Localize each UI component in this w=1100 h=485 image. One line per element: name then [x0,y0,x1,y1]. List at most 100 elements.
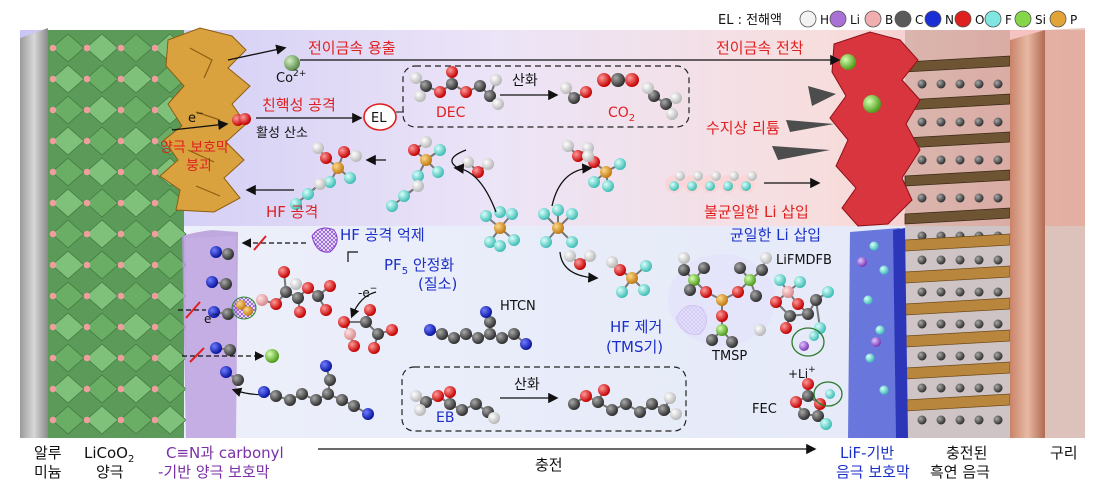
li-ion [84,231,91,238]
li-ion [118,45,125,52]
li-ion [84,76,91,83]
h-atom [664,392,676,404]
li-ion [118,138,125,145]
o-atom [338,316,350,328]
sei-f-atom [864,296,873,305]
cei-label-1: C≡N과 carbonyl [166,444,284,462]
intercalated-li [975,384,984,393]
intercalated-li [956,352,965,361]
o-atom [320,152,332,164]
intercalated-li [956,288,965,297]
intercalated-li [918,156,927,165]
c-atom [802,308,814,320]
h-atom [747,171,757,181]
h-atom [584,250,596,262]
li-ion [50,200,57,207]
anode-protective-layer [848,228,908,438]
charge-label: 충전 [535,456,563,474]
c-atom [472,332,484,344]
intercalated-li [937,288,946,297]
h-atom [562,140,574,152]
o-atom [302,282,314,294]
li-ion [50,355,57,362]
li-ion [50,231,57,238]
li-atom [799,341,809,351]
o-atom [278,266,290,278]
h-atom [675,171,685,181]
c-atom [310,394,322,406]
n-atom [258,386,270,398]
c-atom [611,73,625,87]
cei-collapse-label-1: 양극 보호막 [160,140,229,156]
n-atom [210,342,222,354]
si-atom [265,349,279,363]
h-atom [711,171,721,181]
c-atom [436,328,448,340]
aluminium-collector [20,28,48,438]
dec-label: DEC [436,105,466,121]
intercalated-li [937,194,946,203]
si-atom [744,274,756,286]
legend-label: H [820,13,829,27]
c-atom [336,394,348,406]
li-ion [152,417,159,424]
intercalated-li [994,320,1003,329]
f-atom [640,260,652,272]
li-ion [118,231,125,238]
li-ion [118,169,125,176]
c-atom [496,332,508,344]
c-atom [284,394,296,406]
h-atom [410,390,422,402]
el-label: EL [371,111,387,126]
dissolution-label: 전이금속 용출 [308,39,396,57]
o-atom [792,298,804,310]
n-atom [210,246,222,258]
li-swatch [830,11,846,27]
legend-item-si: Si [1015,11,1046,27]
f-atom [302,188,314,200]
li-ion [152,231,159,238]
tmsp-label: TMSP [711,349,747,364]
legend-label: Si [1035,13,1046,27]
li-ion [152,107,159,114]
li-ion [118,417,125,424]
f-atom [566,236,578,248]
li-ion [84,293,91,300]
intercalated-li [956,384,965,393]
li-ion [118,355,125,362]
intercalated-li [956,156,965,165]
lifmdfb-label: LiFMDFB [776,253,832,268]
dendrite-label: 수지상 리튬 [706,119,780,137]
h-atom [693,171,703,181]
c-atom [460,328,472,340]
h-atom [582,150,594,162]
c-atom [280,286,292,298]
si-swatch [1015,11,1031,27]
c-atom [706,334,718,346]
o-atom [348,340,360,352]
li-ion [50,417,57,424]
htcn-label: HTCN [500,299,536,314]
p-atom [494,222,506,234]
o-atom [368,342,380,354]
h-atom [290,278,302,290]
c-atom [784,310,796,322]
o-atom [780,322,792,334]
o-atom [700,286,712,298]
intercalated-li [956,256,965,265]
legend-label: C [915,13,923,27]
li-ion [50,386,57,393]
o-atom [732,286,744,298]
c-atom [726,336,738,348]
c-atom [646,398,658,410]
n-atom [206,276,218,288]
c-atom [444,398,456,410]
eb-oxidation-label: 산화 [514,377,540,393]
f-atom [552,204,564,216]
h-atom [670,408,682,420]
o-atom [574,258,586,270]
f-atom [432,166,444,178]
f-atom [794,276,806,288]
o-atom [320,304,332,316]
o-atom [790,396,802,408]
